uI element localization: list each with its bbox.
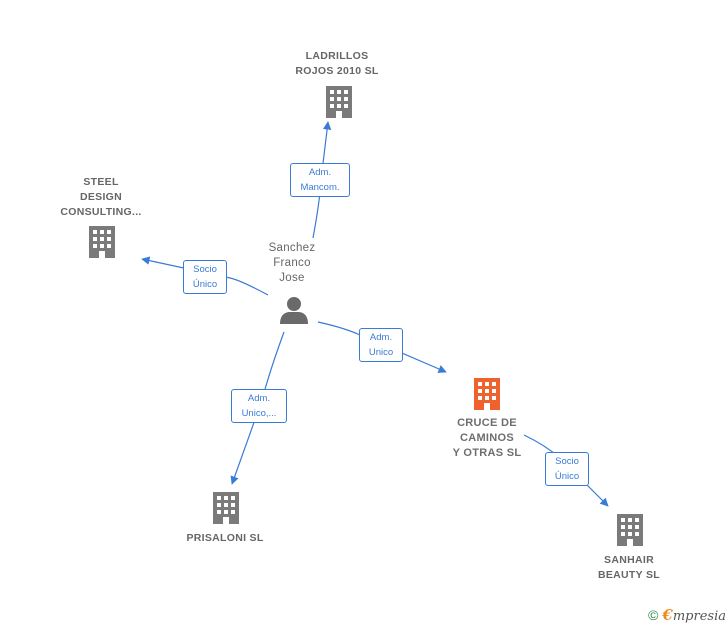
steel-building-icon[interactable]	[89, 226, 115, 258]
empresia-watermark: © €mpresia	[648, 606, 726, 624]
prisaloni-building-icon[interactable]	[213, 492, 239, 524]
edge-label-to-cruce[interactable]: Adm. Unico	[359, 328, 403, 362]
node-label-sanhair[interactable]: SANHAIR BEAUTY SL	[597, 554, 660, 581]
edge-line-to-steel	[141, 256, 269, 296]
sanhair-building-icon[interactable]	[617, 514, 643, 546]
cruce-building-icon[interactable]	[474, 378, 500, 410]
edge-label-cruce-to-sanhair[interactable]: Socio Único	[545, 452, 589, 486]
node-label-cruce[interactable]: CRUCE DE CAMINOS Y OTRAS SL	[452, 417, 522, 459]
ladrillos-building-icon[interactable]	[326, 86, 352, 118]
edge-label-to-ladrillos[interactable]: Adm. Mancom.	[290, 163, 350, 197]
node-label-ladrillos[interactable]: LADRILLOS ROJOS 2010 SL	[295, 50, 379, 77]
person-icon[interactable]	[280, 297, 308, 324]
node-label-prisaloni[interactable]: PRISALONI SL	[186, 532, 264, 544]
edge-label-to-prisaloni[interactable]: Adm. Unico,...	[231, 389, 287, 423]
brand-logo: €mpresia	[662, 606, 726, 624]
copyright-symbol: ©	[648, 607, 659, 623]
node-label-steel[interactable]: STEEL DESIGN CONSULTING...	[60, 176, 142, 218]
node-label-person[interactable]: Sanchez Franco Jose	[268, 242, 316, 284]
edge-label-to-steel[interactable]: Socio Único	[183, 260, 227, 294]
